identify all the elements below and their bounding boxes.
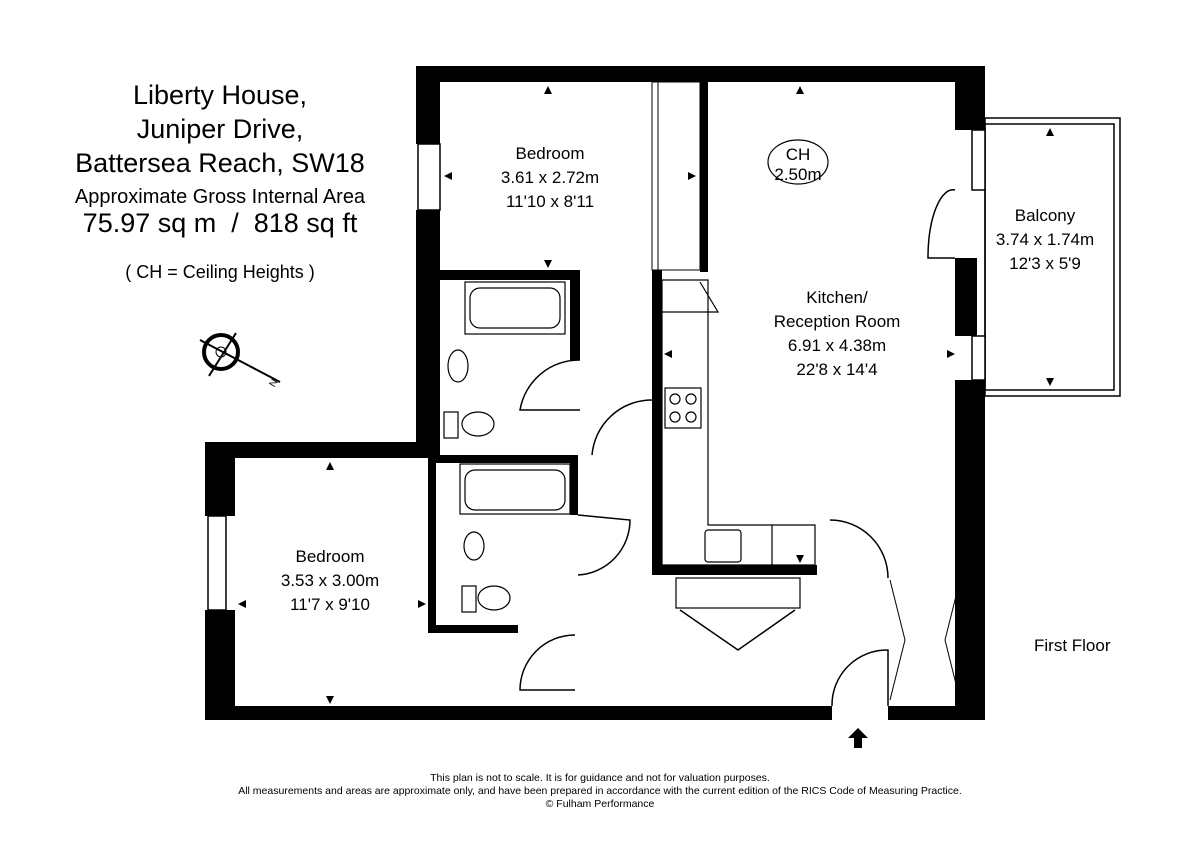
ceiling-label: CH bbox=[785, 145, 811, 164]
room-imperial: 12'3 x 5'9 bbox=[1009, 254, 1081, 273]
walls bbox=[205, 66, 985, 720]
room-metric: 3.53 x 3.00m bbox=[280, 571, 380, 590]
doors bbox=[519, 189, 961, 707]
room-metric: 3.61 x 2.72m bbox=[500, 168, 600, 187]
sink bbox=[704, 529, 742, 563]
ceiling-height: CH 2.50m bbox=[748, 143, 848, 187]
address-line-3: Battersea Reach, SW18 bbox=[75, 148, 365, 178]
ceiling-height-note: ( CH = Ceiling Heights ) bbox=[125, 262, 315, 282]
room-name-2: Reception Room bbox=[773, 312, 901, 331]
ceiling-value: 2.50m bbox=[774, 165, 822, 184]
room-metric: 6.91 x 4.38m bbox=[787, 336, 887, 355]
disclaimer: This plan is not to scale. It is for gui… bbox=[0, 772, 1200, 811]
windows bbox=[207, 129, 986, 611]
hob-ring bbox=[669, 393, 681, 405]
hob-ring bbox=[669, 411, 681, 423]
balcony-outline bbox=[984, 117, 1121, 397]
entrance-arrow-icon bbox=[848, 728, 868, 748]
disclaimer-line-1: This plan is not to scale. It is for gui… bbox=[430, 772, 770, 784]
room-metric: 3.74 x 1.74m bbox=[995, 230, 1095, 249]
room-balcony: Balcony 3.74 x 1.74m 12'3 x 5'9 bbox=[980, 204, 1110, 276]
room-bedroom-2: Bedroom 3.53 x 3.00m 11'7 x 9'10 bbox=[255, 545, 405, 617]
room-imperial: 11'10 x 8'11 bbox=[505, 192, 595, 211]
address: Liberty House, Juniper Drive, Battersea … bbox=[40, 78, 400, 180]
ceiling-height-badge bbox=[767, 139, 829, 185]
hob-ring bbox=[685, 393, 697, 405]
room-name: Bedroom bbox=[515, 144, 585, 163]
room-bedroom-1: Bedroom 3.61 x 2.72m 11'10 x 8'11 bbox=[480, 142, 620, 214]
bathroom-fixtures bbox=[443, 281, 571, 613]
room-kitchen-reception: Kitchen/ Reception Room 6.91 x 4.38m 22'… bbox=[752, 286, 922, 382]
dimension-arrows bbox=[238, 86, 1054, 748]
compass-n-label: N bbox=[268, 377, 281, 389]
disclaimer-line-2: All measurements and areas are approxima… bbox=[238, 785, 962, 797]
room-imperial: 11'7 x 9'10 bbox=[290, 595, 370, 614]
room-name-1: Kitchen/ bbox=[806, 288, 868, 307]
room-imperial: 22'8 x 14'4 bbox=[796, 360, 878, 379]
hob-ring bbox=[685, 411, 697, 423]
area-label: Approximate Gross Internal Area bbox=[74, 186, 366, 208]
copyright: © Fulham Performance bbox=[545, 798, 655, 810]
room-name: Balcony bbox=[1014, 206, 1076, 225]
address-line-2: Juniper Drive, bbox=[136, 114, 304, 144]
address-line-1: Liberty House, bbox=[132, 80, 308, 110]
wardrobe bbox=[651, 81, 701, 271]
compass-rose-icon: N bbox=[199, 332, 281, 389]
room-name: Bedroom bbox=[295, 547, 365, 566]
area-value: 75.97 sq m / 818 sq ft bbox=[82, 208, 358, 238]
floor-label: First Floor bbox=[1034, 636, 1111, 655]
kitchen-units bbox=[661, 279, 816, 609]
